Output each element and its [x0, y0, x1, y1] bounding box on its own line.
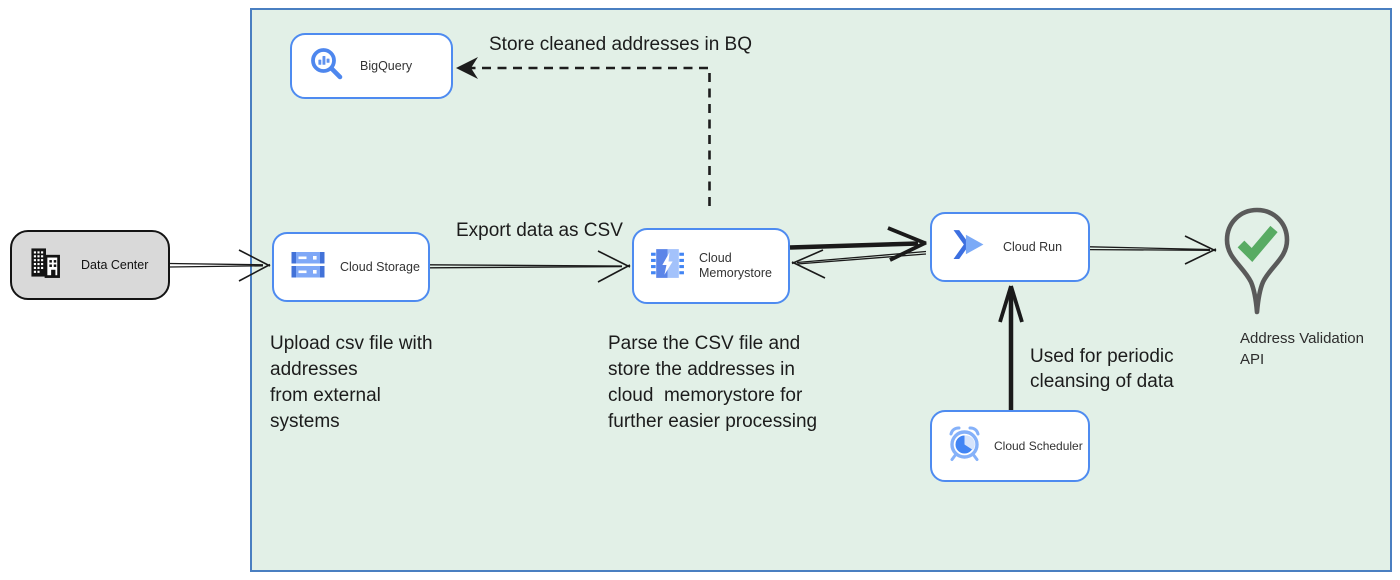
node-label: Cloud Storage: [340, 259, 420, 274]
node-cloud-scheduler[interactable]: Cloud Scheduler: [930, 410, 1090, 482]
scheduler-alarm-clock-icon: [945, 425, 984, 468]
node-cloud-storage[interactable]: Cloud Storage: [272, 232, 430, 302]
annotation-periodic-cleansing: Used for periodic cleansing of data: [1030, 346, 1174, 392]
node-address-validation-api[interactable]: [1220, 206, 1294, 331]
node-data-center[interactable]: Data Center: [10, 230, 170, 300]
gcp-boundary-box[interactable]: [250, 8, 1392, 572]
node-cloud-memorystore[interactable]: Cloud Memorystore: [632, 228, 790, 304]
storage-buckets-icon: [290, 250, 326, 285]
annotation-parse-csv: Parse the CSV file and store the address…: [608, 333, 818, 432]
node-label: Data Center: [81, 257, 149, 272]
annotation-upload-csv: Upload csv file with addresses from exte…: [270, 333, 433, 432]
node-label: Cloud Scheduler: [994, 438, 1083, 453]
node-cloud-run[interactable]: Cloud Run: [930, 212, 1090, 282]
node-label: Cloud Memorystore: [699, 251, 772, 280]
node-label: BigQuery: [360, 58, 413, 73]
map-pin-check-icon: [1220, 207, 1294, 330]
memorystore-chip-icon: [649, 245, 686, 287]
address-validation-api-label: Address Validation API: [1240, 330, 1364, 368]
bigquery-magnifier-icon: [309, 46, 345, 87]
cloud-run-chevron-icon: [950, 228, 988, 266]
node-bigquery[interactable]: BigQuery: [290, 33, 453, 99]
annotation-store-cleaned-addresses: Store cleaned addresses in BQ: [489, 34, 752, 55]
building-icon: [28, 246, 63, 284]
annotation-export-data-csv: Export data as CSV: [456, 220, 623, 241]
node-label: Cloud Run: [1003, 239, 1063, 254]
